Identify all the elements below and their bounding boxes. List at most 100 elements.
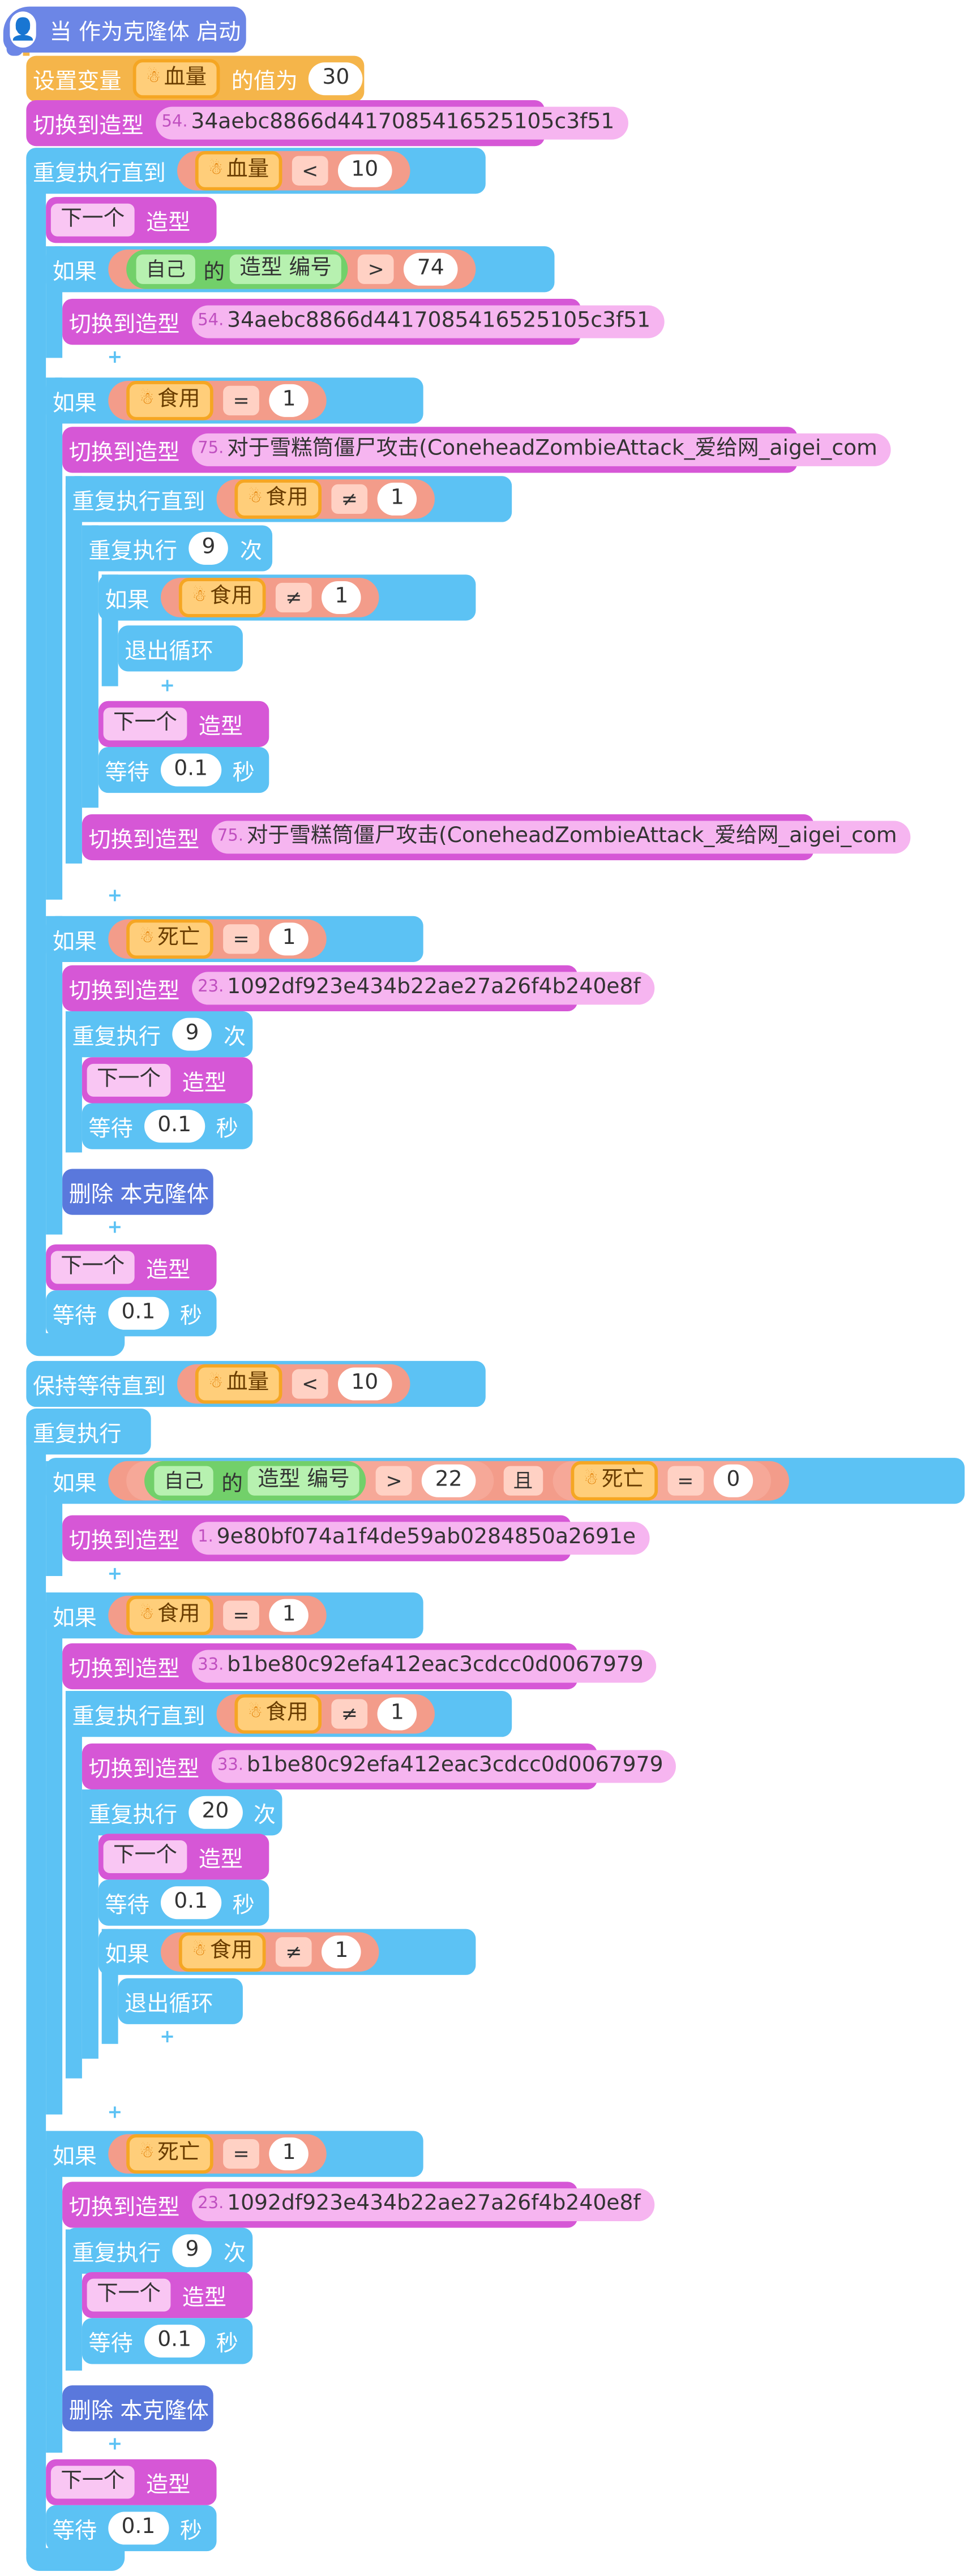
compare-expression[interactable]: 自己 的 造型 编号 > 22	[126, 1461, 494, 1501]
seconds-input[interactable]: 0.1	[144, 1110, 205, 1143]
repeat-until-block[interactable]: 重复执行直到 ☃食用 ≠ 1	[65, 476, 512, 522]
forever-block[interactable]: 重复执行	[26, 1409, 151, 1455]
if-block[interactable]: 如果 ☃死亡 = 1	[46, 916, 423, 962]
next-dropdown[interactable]: 下一个	[87, 1063, 171, 1097]
if-block[interactable]: 如果 ☃食用 = 1	[46, 1592, 423, 1639]
add-block-button[interactable]: +	[105, 2102, 125, 2123]
operator-dropdown[interactable]: ≠	[331, 1699, 368, 1729]
next-costume-block[interactable]: 下一个 造型	[82, 1057, 253, 1104]
repeat-block[interactable]: 重复执行 9 次	[65, 1011, 253, 1058]
set-variable-block[interactable]: 设置变量 ☃血量 的值为 30	[26, 55, 365, 102]
variable-dropdown[interactable]: ☃食用	[234, 1694, 322, 1734]
variable-dropdown[interactable]: ☃死亡	[570, 1461, 658, 1501]
wait-block[interactable]: 等待 0.1 秒	[82, 2318, 253, 2364]
add-block-button[interactable]: +	[157, 676, 177, 697]
repeat-block[interactable]: 重复执行 20 次	[82, 1789, 282, 1836]
next-dropdown[interactable]: 下一个	[103, 707, 187, 741]
seconds-input[interactable]: 0.1	[144, 2324, 205, 2358]
if-block[interactable]: 如果 自己 的 造型 编号 > 74	[46, 246, 555, 293]
value-input[interactable]: 10	[338, 154, 392, 187]
variable-dropdown[interactable]: ☃食用	[126, 1595, 213, 1635]
seconds-input[interactable]: 0.1	[108, 1296, 169, 1330]
costume-dropdown[interactable]: 23.1092df923e434b22ae27a26f4b240e8f	[191, 2188, 654, 2222]
delete-clone-block[interactable]: 删除 本克隆体	[62, 1169, 213, 1215]
value-input[interactable]: 1	[269, 922, 309, 956]
break-block[interactable]: 退出循环	[118, 625, 243, 672]
operator-dropdown[interactable]: ≠	[275, 582, 312, 613]
compare-expression[interactable]: ☃血量 < 10	[177, 151, 410, 191]
sprite-dropdown[interactable]: 自己	[136, 254, 195, 284]
next-dropdown[interactable]: 下一个	[50, 1251, 135, 1284]
costume-dropdown[interactable]: 75.对于雪糕筒僵尸攻击(ConeheadZombieAttack_爱给网_ai…	[211, 821, 910, 854]
count-input[interactable]: 9	[172, 2234, 212, 2268]
value-input[interactable]: 1	[322, 581, 362, 614]
wait-until-block[interactable]: 保持等待直到 ☃血量 < 10	[26, 1360, 486, 1407]
compare-expression[interactable]: ☃食用 = 1	[108, 1595, 327, 1635]
variable-dropdown[interactable]: ☃食用	[178, 578, 266, 617]
switch-costume-block[interactable]: 切换到造型 33.b1be80c92efa412eac3cdcc0d006797…	[62, 1643, 657, 1690]
value-input[interactable]: 1	[322, 1935, 362, 1969]
variable-dropdown[interactable]: ☃血量	[132, 59, 220, 99]
add-block-button[interactable]: +	[105, 886, 125, 907]
operator-dropdown[interactable]: ≠	[331, 484, 368, 514]
value-input[interactable]: 10	[338, 1367, 392, 1401]
next-dropdown[interactable]: 下一个	[103, 1840, 187, 1874]
switch-costume-block[interactable]: 切换到造型 23.1092df923e434b22ae27a26f4b240e8…	[62, 2182, 654, 2228]
variable-dropdown[interactable]: ☃血量	[195, 1364, 282, 1404]
next-costume-block[interactable]: 下一个 造型	[98, 1834, 269, 1880]
value-input[interactable]: 1	[377, 482, 418, 516]
compare-expression[interactable]: 自己 的 造型 编号 > 74	[108, 249, 476, 289]
costume-dropdown[interactable]: 1.9e80bf074a1f4de59ab0284850a2691e	[191, 1522, 649, 1555]
seconds-input[interactable]: 0.1	[161, 753, 221, 787]
delete-clone-block[interactable]: 删除 本克隆体	[62, 2385, 213, 2432]
seconds-input[interactable]: 0.1	[108, 2511, 169, 2545]
operator-dropdown[interactable]: =	[667, 1466, 704, 1496]
value-input[interactable]: 74	[404, 252, 457, 286]
seconds-input[interactable]: 0.1	[161, 1886, 221, 1920]
switch-costume-block[interactable]: 切换到造型 75.对于雪糕筒僵尸攻击(ConeheadZombieAttack_…	[82, 814, 910, 861]
repeat-until-block[interactable]: 重复执行直到 ☃食用 ≠ 1	[65, 1691, 512, 1737]
sensing-reporter[interactable]: 自己 的 造型 编号	[126, 249, 348, 289]
next-dropdown[interactable]: 下一个	[50, 2466, 135, 2499]
value-input[interactable]: 1	[269, 1599, 309, 1632]
compare-expression[interactable]: ☃血量 < 10	[177, 1364, 410, 1404]
property-dropdown[interactable]: 造型 编号	[247, 1466, 360, 1496]
value-input[interactable]: 0	[713, 1464, 753, 1497]
wait-block[interactable]: 等待 0.1 秒	[46, 1290, 217, 1337]
costume-dropdown[interactable]: 23.1092df923e434b22ae27a26f4b240e8f	[191, 972, 654, 1005]
add-block-button[interactable]: +	[105, 1564, 125, 1585]
operator-dropdown[interactable]: =	[223, 1600, 260, 1630]
operator-dropdown[interactable]: =	[223, 385, 260, 415]
count-input[interactable]: 9	[172, 1017, 212, 1051]
compare-expression[interactable]: ☃死亡 = 1	[108, 2134, 327, 2174]
repeat-block[interactable]: 重复执行 9 次	[82, 525, 273, 572]
value-input[interactable]: 1	[269, 384, 309, 417]
switch-costume-block[interactable]: 切换到造型 54.34aebc8866d4417085416525105c3f5…	[62, 298, 664, 345]
next-costume-block[interactable]: 下一个 造型	[82, 2272, 253, 2319]
break-block[interactable]: 退出循环	[118, 1978, 243, 2024]
sensing-reporter[interactable]: 自己 的 造型 编号	[144, 1461, 366, 1501]
value-input[interactable]: 22	[422, 1464, 476, 1497]
operator-dropdown[interactable]: <	[292, 156, 328, 186]
next-dropdown[interactable]: 下一个	[50, 203, 135, 237]
variable-dropdown[interactable]: ☃食用	[126, 381, 213, 420]
compare-expression[interactable]: ☃食用 = 1	[108, 381, 327, 420]
costume-dropdown[interactable]: 54.34aebc8866d4417085416525105c3f51	[191, 305, 664, 338]
variable-dropdown[interactable]: ☃食用	[178, 1932, 266, 1972]
wait-block[interactable]: 等待 0.1 秒	[82, 1103, 253, 1149]
compare-expression[interactable]: ☃食用 ≠ 1	[216, 479, 435, 519]
and-expression[interactable]: 自己 的 造型 编号 > 22 且 ☃死亡 = 0	[108, 1461, 790, 1501]
value-input[interactable]: 1	[377, 1697, 418, 1731]
if-block[interactable]: 如果 自己 的 造型 编号 > 22 且 ☃死亡 = 0	[46, 1458, 965, 1504]
wait-block[interactable]: 等待 0.1 秒	[98, 746, 269, 793]
operator-dropdown[interactable]: >	[376, 1466, 413, 1496]
property-dropdown[interactable]: 造型 编号	[229, 254, 342, 284]
add-block-button[interactable]: +	[105, 347, 125, 368]
logic-dropdown[interactable]: 且	[503, 1466, 543, 1496]
add-block-button[interactable]: +	[105, 2434, 125, 2454]
if-block[interactable]: 如果 ☃食用 = 1	[46, 377, 423, 424]
costume-dropdown[interactable]: 33.b1be80c92efa412eac3cdcc0d0067979	[211, 1750, 676, 1783]
switch-costume-block[interactable]: 切换到造型 33.b1be80c92efa412eac3cdcc0d006797…	[82, 1743, 676, 1790]
value-input[interactable]: 1	[269, 2137, 309, 2171]
variable-dropdown[interactable]: ☃血量	[195, 151, 282, 191]
